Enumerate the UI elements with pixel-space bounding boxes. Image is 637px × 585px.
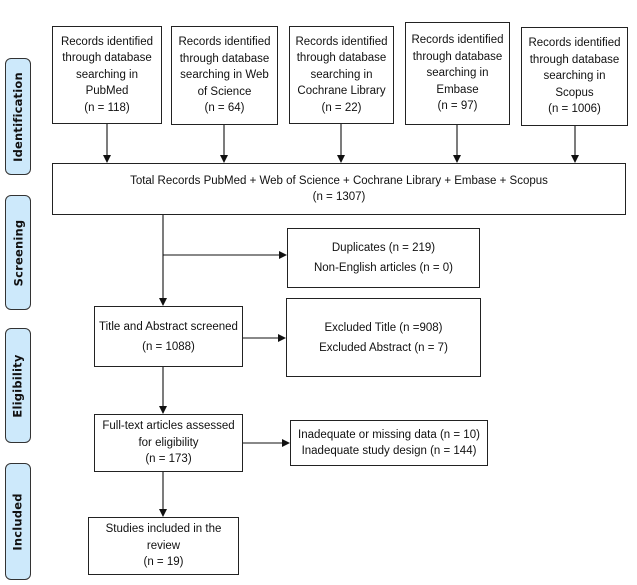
- box-line: Embase: [436, 83, 479, 96]
- box-line: Total Records PubMed + Web of Science + …: [130, 174, 548, 187]
- box-line: Records identified: [295, 35, 388, 48]
- box-line: (n = 64): [204, 102, 245, 115]
- stage-label: Screening: [11, 219, 25, 286]
- box-line: through database: [296, 52, 387, 65]
- box-line: for eligibility: [138, 436, 199, 449]
- box-line: Studies included in the: [105, 523, 222, 536]
- box-line: Inadequate or missing data (n = 10): [298, 428, 480, 441]
- box-line: (n = 19): [143, 556, 184, 569]
- box-line: Duplicates (n = 219): [331, 242, 436, 254]
- box-line: searching in: [310, 68, 373, 81]
- box-line: (n = 1307): [312, 191, 366, 203]
- stage-identification: Identification: [5, 58, 31, 175]
- box-line: searching in: [426, 67, 489, 80]
- box-line: PubMed: [85, 85, 129, 98]
- source-cochrane-box: Records identified through database search…: [289, 26, 394, 124]
- stage-screening: Screening: [5, 195, 31, 310]
- stage-label: Included: [11, 492, 25, 551]
- stage-label: Identification: [11, 71, 26, 162]
- box-line: through database: [529, 53, 620, 66]
- box-line: through database: [412, 50, 503, 63]
- box-line: Records identified: [411, 34, 504, 47]
- box-line: Records identified: [528, 37, 621, 50]
- total-records-box: Total Records PubMed + Web of Science + …: [52, 163, 626, 215]
- box-line: Scopus: [555, 86, 594, 99]
- box-line: (n = 22): [321, 101, 362, 114]
- box-line: review: [146, 539, 181, 552]
- box-line: (n = 118): [84, 101, 130, 114]
- source-embase-box: Records identified through database search…: [405, 22, 510, 125]
- box-line: searching in: [75, 68, 138, 81]
- box-line: Records identified: [178, 36, 271, 49]
- box-line: Excluded Title (n =908): [324, 321, 443, 334]
- box-line: Inadequate study design (n = 144): [301, 445, 477, 457]
- fulltext-box: Full-text articles assessed for eligibili…: [94, 414, 243, 472]
- duplicates-box: Duplicates (n = 219) Non-English articles…: [287, 228, 480, 288]
- box-line: through database: [179, 52, 270, 65]
- box-line: Excluded Abstract (n = 7): [319, 341, 448, 354]
- excluded-box: Excluded Title (n =908) Excluded Abstract…: [286, 298, 481, 377]
- box-line: (n = 1006): [548, 103, 601, 116]
- stage-included: Included: [5, 463, 31, 580]
- box-line: (n = 173): [145, 453, 192, 466]
- source-wos-box: Records identified through database search…: [171, 26, 278, 125]
- included-box: Studies included in the review (n = 19): [88, 517, 239, 575]
- source-pubmed-box: Records identified through database search…: [52, 26, 162, 124]
- stage-eligibility: Eligibility: [5, 328, 31, 443]
- box-line: Records identified: [60, 35, 154, 48]
- stage-label: Eligibility: [11, 353, 26, 418]
- box-line: (n = 1088): [142, 340, 195, 353]
- fulltext-excluded-box: Inadequate or missing data (n = 10) Inade…: [290, 420, 488, 466]
- box-line: Full-text articles assessed: [102, 420, 235, 433]
- box-line: (n = 97): [437, 100, 478, 113]
- box-line: of Science: [197, 85, 252, 98]
- source-scopus-box: Records identified through database search…: [521, 27, 628, 126]
- box-line: searching in: [543, 70, 606, 83]
- box-line: searching in Web: [180, 69, 269, 82]
- box-line: Cochrane Library: [297, 85, 386, 98]
- box-line: Title and Abstract screened: [99, 320, 238, 333]
- screened-box: Title and Abstract screened (n = 1088): [94, 306, 243, 367]
- box-line: Non-English articles (n = 0): [313, 262, 454, 274]
- box-line: through database: [62, 52, 152, 65]
